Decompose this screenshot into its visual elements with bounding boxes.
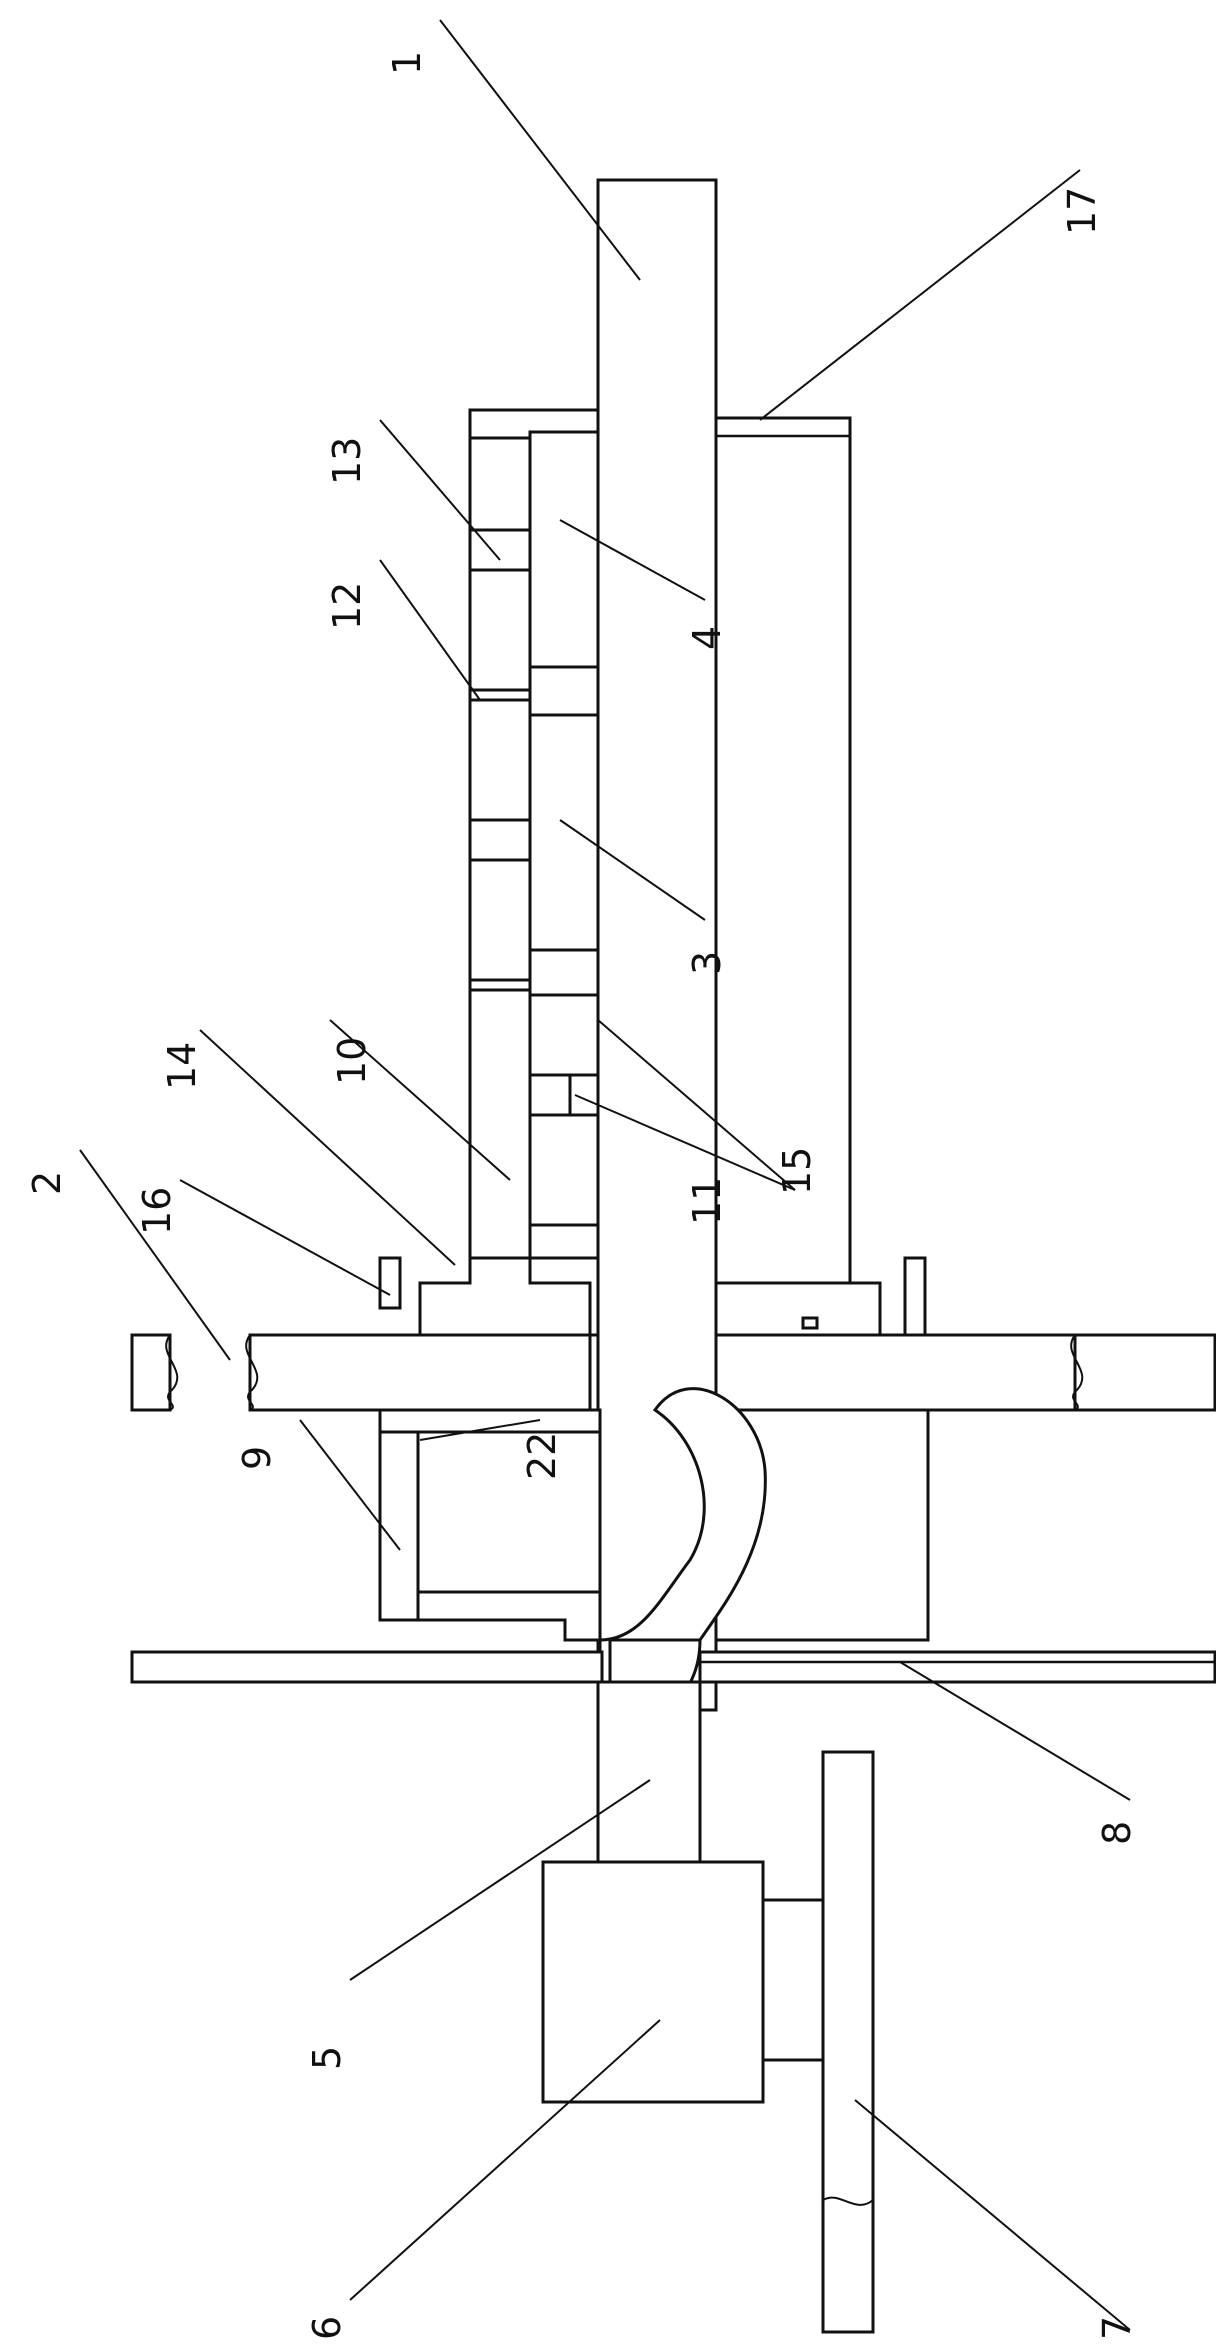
callout-12: 12 xyxy=(325,582,369,630)
packing-block-3 xyxy=(530,715,598,950)
packing-block-4 xyxy=(530,432,598,667)
callout-14: 14 xyxy=(160,1042,204,1090)
callout-15: 15 xyxy=(775,1147,819,1195)
callout-13: 13 xyxy=(325,437,369,485)
base-plate-7 xyxy=(823,1752,873,2332)
callout-9: 9 xyxy=(235,1446,279,1470)
callout-2: 2 xyxy=(25,1171,69,1195)
callout-11: 11 xyxy=(685,1177,729,1225)
callout-8: 8 xyxy=(1095,1821,1139,1845)
connecting-rod-5 xyxy=(598,1682,700,1862)
callout-5: 5 xyxy=(305,2046,349,2070)
callout-3: 3 xyxy=(685,951,729,975)
callout-22: 22 xyxy=(520,1432,564,1480)
callout-7: 7 xyxy=(1095,2316,1139,2340)
block-6 xyxy=(543,1862,763,2102)
seal-assembly xyxy=(530,995,598,1258)
callout-4: 4 xyxy=(685,626,729,650)
callout-6: 6 xyxy=(305,2316,349,2340)
callout-10: 10 xyxy=(330,1037,374,1085)
callout-1: 1 xyxy=(385,51,429,75)
callout-17: 17 xyxy=(1060,187,1104,235)
callout-16: 16 xyxy=(135,1187,179,1235)
shaft-1 xyxy=(598,180,716,1710)
